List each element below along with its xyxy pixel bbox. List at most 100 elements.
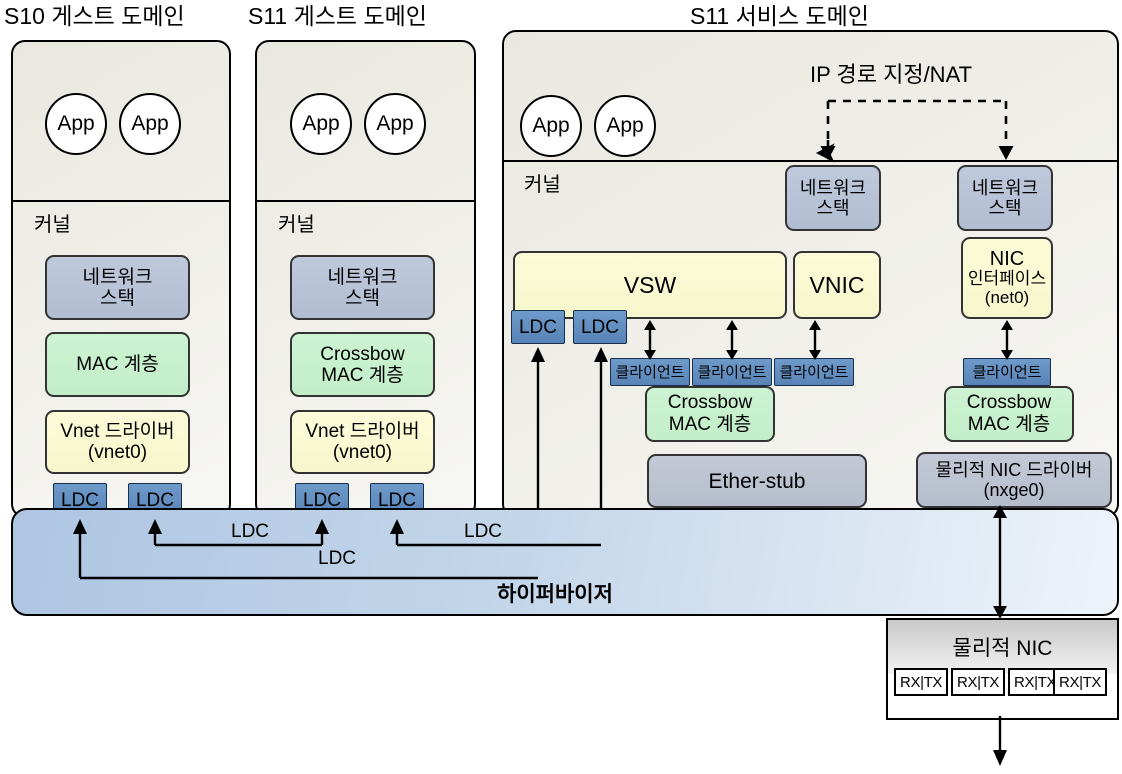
ldc-link-label-2: LDC [464,521,503,542]
physical-nic-external-arrowhead [993,750,1007,766]
s11-service-ldc-2: LDC [573,310,627,344]
title-s11-guest-domain: S11 게스트 도메인 [248,3,427,29]
nic-interface-box: NIC 인터페이스 (net0) [961,237,1053,319]
crossbow-mac-layer-nic: Crossbow MAC 계층 [944,386,1074,442]
hypervisor-label: 하이퍼바이저 [497,583,613,606]
s11-guest-vnet-driver-line2: (vnet0) [332,442,393,463]
vnic-label: VNIC [809,271,865,298]
ldc-link-3 [78,527,538,580]
crossbow-vsw-line2: MAC 계층 [668,414,752,435]
s10-mac-layer: MAC 계층 [45,332,190,397]
ldc-link-2 [395,527,601,547]
physical-nic-driver-line1: 물리적 NIC 드라이버 [935,460,1093,480]
nic-queue-1: RX|TX [894,668,948,696]
s11-guest-ldc-2-label: LDC [377,489,416,511]
s10-app-1: App [45,93,107,155]
s10-app-2: App [119,93,181,155]
s11-guest-crossbow-mac-layer: Crossbow MAC 계층 [290,332,435,397]
physical-nic-driver-box: 물리적 NIC 드라이버 (nxge0) [916,452,1112,508]
s11-guest-crossbow-line1: Crossbow [320,343,405,365]
nic-interface-line2: 인터페이스 [967,268,1047,288]
s11-guest-vnet-driver-line1: Vnet 드라이버 [305,421,420,442]
vsw-client-2: 클라이언트 [692,358,772,386]
s10-ldc-2-label: LDC [135,489,174,511]
ldc-link-1 [153,527,324,547]
s11-service-ldc-2-label: LDC [580,316,619,338]
nic-client-label: 클라이언트 [972,363,1042,381]
crossbow-vsw-line1: Crossbow [667,392,753,413]
s11-service-network-stack-1-line2: 스택 [816,198,850,218]
nic-queue-3-label: RX|TX [1014,673,1056,691]
ip-routing-nat-label: IP 경로 지정/NAT [810,62,973,87]
s11-guest-vnet-driver: Vnet 드라이버 (vnet0) [290,410,435,474]
s10-app-2-label: App [131,112,169,135]
s10-app-1-label: App [57,112,95,135]
nic-client: 클라이언트 [963,358,1051,386]
s11-service-network-stack-1: 네트워크 스택 [785,165,881,231]
s10-network-stack-line1: 네트워크 [82,266,153,288]
nic-queue-2: RX|TX [951,668,1005,696]
vsw-box: VSW [513,251,787,319]
s11-service-network-stack-1-line1: 네트워크 [799,178,867,198]
vsw-client-1: 클라이언트 [610,358,690,386]
nic-queue-2-label: RX|TX [957,673,999,691]
s10-vnet-driver-line1: Vnet 드라이버 [60,421,175,442]
s11-guest-crossbow-line2: MAC 계층 [321,364,404,386]
s11-service-ldc-1: LDC [511,310,565,344]
s11-service-app-2-label: App [606,114,644,137]
s10-ldc-1-label: LDC [60,489,99,511]
s11-service-app-2: App [594,95,656,157]
ether-stub-box: Ether-stub [647,454,867,508]
nic-interface-line1: NIC [989,247,1025,270]
crossbow-nic-line2: MAC 계층 [967,414,1051,435]
nic-queue-4-label: RX|TX [1059,673,1101,691]
ip-routing-arrowhead-left [820,146,836,160]
title-s11-service-domain: S11 서비스 도메인 [690,3,869,29]
ldc-link-label-3: LDC [318,548,357,569]
s11-service-kernel-label: 커널 [524,174,561,196]
s11-service-app-1: App [520,95,582,157]
crossbow-nic-line1: Crossbow [966,392,1052,413]
hypervisor-panel [11,508,1119,616]
s11-service-ldc-1-label: LDC [518,316,557,338]
title-s10-guest-domain: S10 게스트 도메인 [4,3,185,29]
s10-mac-layer-label: MAC 계층 [76,354,159,375]
vsw-client-2-label: 클라이언트 [697,363,767,381]
s11-guest-app-2-label: App [376,112,414,135]
vnic-box: VNIC [793,251,881,319]
client-bidirectional-arrows [648,323,1009,356]
s11-service-network-stack-2-line1: 네트워크 [971,178,1039,198]
ldc-link-label-1: LDC [231,521,270,542]
ip-routing-dashed-connector [826,99,1008,150]
s11-service-app-1-label: App [532,114,570,137]
s11-guest-network-stack-line1: 네트워크 [327,266,398,288]
s11-guest-app-1-label: App [302,112,340,135]
vnic-client-3: 클라이언트 [774,358,854,386]
vnic-client-3-label: 클라이언트 [779,363,849,381]
s11-guest-app-1: App [290,93,352,155]
s11-guest-kernel-label: 커널 [278,214,315,236]
s11-service-network-stack-2: 네트워크 스택 [957,165,1053,231]
ip-routing-arrowhead-right [998,146,1014,160]
service-ldc-vertical-links [536,352,603,508]
ether-stub-label: Ether-stub [708,469,806,493]
nic-queue-1-label: RX|TX [900,673,942,691]
s10-network-stack: 네트워크 스택 [45,255,190,320]
vsw-client-1-label: 클라이언트 [615,363,685,381]
s11-guest-ldc-1-label: LDC [302,489,341,511]
physical-nic-driver-line2: (nxge0) [983,480,1045,500]
s11-guest-network-stack-line2: 스택 [345,287,380,309]
nic-queue-4: RX|TX [1053,668,1107,696]
s10-vnet-driver-line2: (vnet0) [87,442,148,463]
nic-interface-line3: (net0) [984,287,1030,307]
s10-vnet-driver: Vnet 드라이버 (vnet0) [45,410,190,474]
s11-guest-app-2: App [364,93,426,155]
s11-guest-network-stack: 네트워크 스택 [290,255,435,320]
s10-kernel-label: 커널 [34,214,71,236]
physical-nic-label: 물리적 NIC [952,637,1053,660]
s10-network-stack-line2: 스택 [100,287,135,309]
crossbow-mac-layer-vsw: Crossbow MAC 계층 [645,386,775,442]
s11-service-network-stack-2-line2: 스택 [988,198,1022,218]
